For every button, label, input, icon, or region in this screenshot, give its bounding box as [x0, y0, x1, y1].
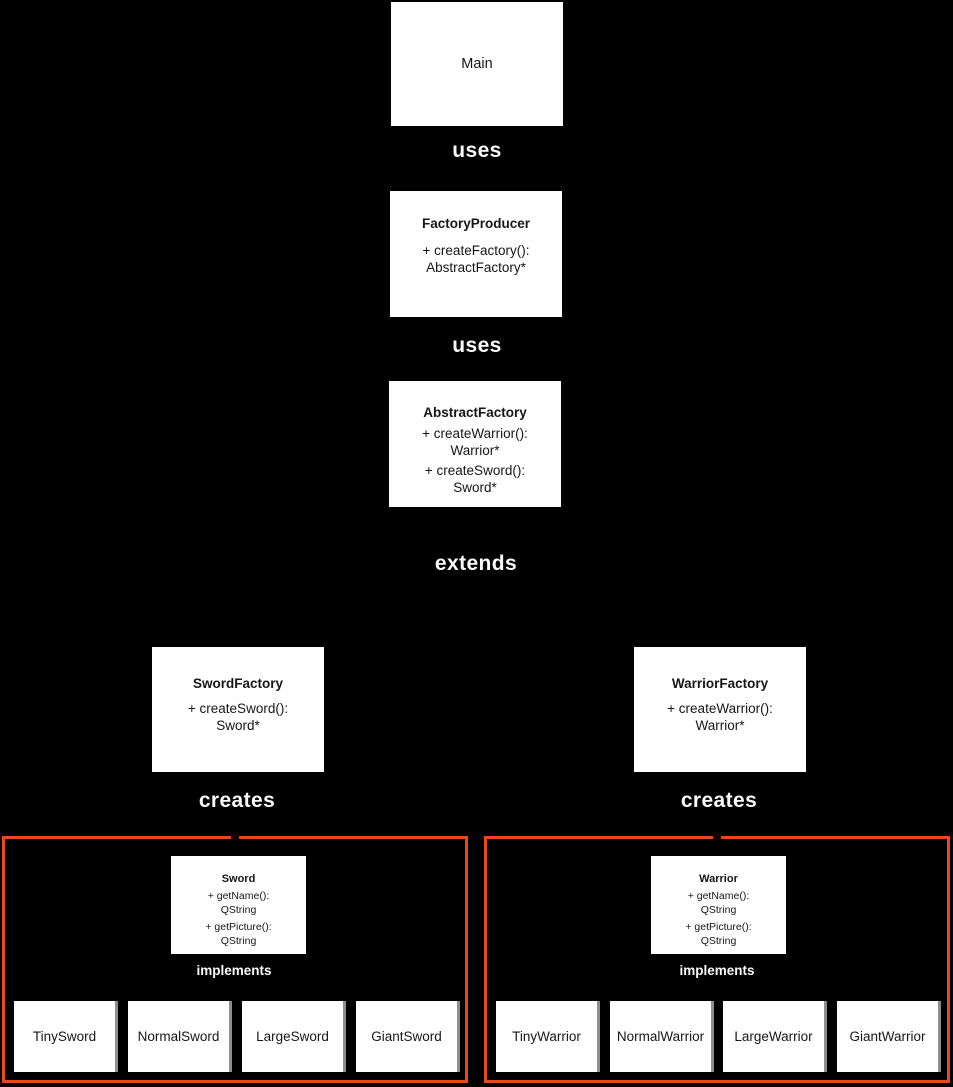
method-create-warrior: + createWarrior(): Warrior*	[634, 700, 806, 734]
class-box-warrior: Warrior + getName(): QString + getPictur…	[651, 856, 786, 954]
class-title: TinyWarrior	[512, 1029, 581, 1044]
edge-label-uses-middle: uses	[452, 334, 502, 357]
method-return-type: QString	[220, 934, 257, 947]
class-box-main: Main	[391, 2, 563, 126]
class-title: Main	[461, 56, 493, 72]
edge-label-extends: extends	[434, 552, 518, 575]
method-return-type: Warrior*	[450, 443, 500, 458]
method-get-picture: + getPicture(): QString	[171, 921, 306, 948]
method-return-type: AbstractFactory*	[426, 260, 526, 275]
class-title: NormalSword	[137, 1029, 220, 1044]
class-box-giant-sword: GiantSword	[356, 1001, 457, 1072]
class-title: LargeWarrior	[734, 1029, 813, 1044]
method-create-warrior: + createWarrior(): Warrior*	[389, 425, 561, 459]
edge-label-implements-right: implements	[679, 963, 755, 978]
class-title: Sword	[221, 873, 256, 885]
edge-label-creates-right: creates	[680, 789, 758, 812]
method-signature: + createSword():	[424, 463, 526, 478]
method-return-type: Warrior*	[695, 718, 745, 733]
method-signature: + createWarrior():	[422, 426, 528, 441]
method-get-name: + getName(): QString	[651, 890, 786, 917]
class-title: GiantWarrior	[849, 1029, 926, 1044]
method-return-type: QString	[220, 903, 257, 916]
method-return-type: Sword*	[216, 718, 260, 733]
class-title: LargeSword	[256, 1029, 329, 1044]
class-box-tiny-warrior: TinyWarrior	[496, 1001, 597, 1072]
class-box-abstract-factory: AbstractFactory + createWarrior(): Warri…	[389, 381, 561, 507]
class-box-large-warrior: LargeWarrior	[723, 1001, 824, 1072]
method-signature: + getPicture():	[685, 921, 752, 933]
group-border-gap	[713, 836, 721, 839]
method-signature: + createSword():	[187, 701, 289, 716]
class-box-giant-warrior: GiantWarrior	[837, 1001, 938, 1072]
method-get-picture: + getPicture(): QString	[651, 921, 786, 948]
class-title: WarriorFactory	[671, 676, 769, 691]
method-create-sword: + createSword(): Sword*	[389, 462, 561, 496]
method-signature: + getPicture():	[205, 921, 272, 933]
method-return-type: QString	[700, 903, 737, 916]
edge-label-implements-left: implements	[196, 963, 272, 978]
class-box-large-sword: LargeSword	[242, 1001, 343, 1072]
class-title: SwordFactory	[192, 676, 284, 691]
class-box-warrior-factory: WarriorFactory + createWarrior(): Warrio…	[634, 647, 806, 772]
class-title: TinySword	[32, 1029, 97, 1044]
class-box-sword-factory: SwordFactory + createSword(): Sword*	[152, 647, 324, 772]
class-box-factory-producer: FactoryProducer + createFactory(): Abstr…	[390, 191, 562, 317]
method-return-type: QString	[700, 934, 737, 947]
class-box-normal-warrior: NormalWarrior	[610, 1001, 711, 1072]
method-signature: + createFactory():	[422, 243, 530, 258]
sword-implementations-group-frame	[2, 836, 468, 1083]
method-signature: + getName():	[687, 890, 750, 902]
class-title: FactoryProducer	[421, 216, 531, 231]
warrior-implementations-group-frame	[484, 836, 950, 1083]
class-title: GiantSword	[371, 1029, 442, 1044]
edge-label-creates-left: creates	[198, 789, 276, 812]
class-box-tiny-sword: TinySword	[14, 1001, 115, 1072]
method-signature: + createWarrior():	[667, 701, 773, 716]
group-border-gap	[231, 836, 239, 839]
edge-label-uses-top: uses	[452, 139, 502, 162]
method-return-type: Sword*	[453, 480, 497, 495]
method-create-factory: + createFactory(): AbstractFactory*	[390, 242, 562, 276]
class-box-normal-sword: NormalSword	[128, 1001, 229, 1072]
method-create-sword: + createSword(): Sword*	[152, 700, 324, 734]
class-box-sword: Sword + getName(): QString + getPicture(…	[171, 856, 306, 954]
method-signature: + getName():	[207, 890, 270, 902]
class-title: NormalWarrior	[616, 1029, 705, 1044]
class-title: AbstractFactory	[423, 405, 527, 420]
method-get-name: + getName(): QString	[171, 890, 306, 917]
class-title: Warrior	[699, 873, 738, 885]
